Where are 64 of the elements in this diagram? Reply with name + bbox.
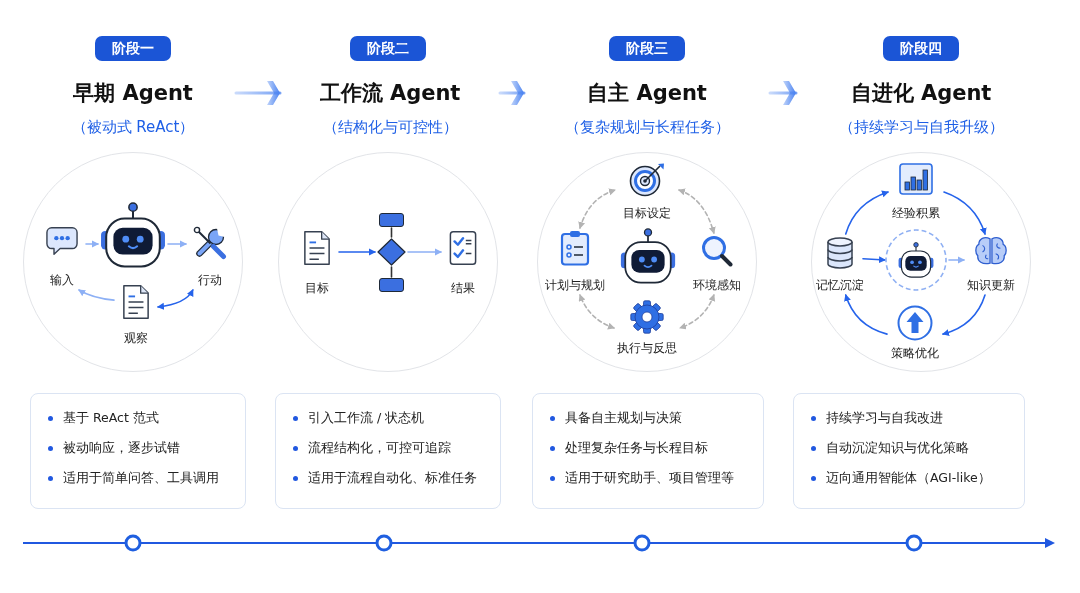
arrow xyxy=(78,289,115,301)
step-label: 行动 xyxy=(198,272,222,288)
double-arrow xyxy=(678,188,716,234)
double-arrow xyxy=(579,294,615,330)
arrow xyxy=(338,248,376,256)
robot-icon xyxy=(898,242,934,278)
bullet-text: 处理复杂任务与长程目标 xyxy=(565,439,708,457)
double-arrow xyxy=(157,289,194,310)
step-label: 目标设定 xyxy=(623,205,671,221)
bullet-text: 基于 ReAct 范式 xyxy=(63,409,159,427)
stage-subtitle: （被动式 ReAct） xyxy=(71,117,195,137)
double-arrow xyxy=(679,294,715,330)
arrow xyxy=(407,248,442,256)
step-label: 目标 xyxy=(305,280,329,296)
stage-tag: 阶段四 xyxy=(883,36,959,61)
feature-card xyxy=(793,393,1025,509)
step-label: 经验积累 xyxy=(892,205,940,221)
step-label: 策略优化 xyxy=(891,345,939,361)
bullet-text: 流程结构化，可控可追踪 xyxy=(308,439,451,457)
step-label: 观察 xyxy=(124,330,148,346)
arrow xyxy=(862,256,886,264)
stage-title: 自进化 Agent xyxy=(850,80,992,107)
feature-card xyxy=(30,393,246,509)
stage-title: 工作流 Agent xyxy=(319,80,461,107)
stage-title: 早期 Agent xyxy=(73,80,193,107)
stage-title: 自主 Agent xyxy=(587,80,707,107)
arrow xyxy=(844,190,889,235)
process-box xyxy=(379,278,404,292)
robot-icon xyxy=(620,228,676,284)
bullet-text: 适用于研究助手、项目管理等 xyxy=(565,469,734,487)
arrow xyxy=(942,294,986,336)
stage-tag: 阶段三 xyxy=(609,36,685,61)
connector-line xyxy=(390,266,393,278)
robot-icon xyxy=(100,202,166,268)
step-label: 记忆沉淀 xyxy=(816,277,864,293)
double-arrow xyxy=(578,188,616,229)
bullet-text: 自动沉淀知识与优化策略 xyxy=(826,439,969,457)
bullet-text: 被动响应，逐步试错 xyxy=(63,439,180,457)
stage-subtitle: （持续学习与自我升级） xyxy=(838,117,1004,137)
step-label: 输入 xyxy=(50,272,74,288)
bullet-text: 具备自主规划与决策 xyxy=(565,409,682,427)
stage-subtitle: （结构化与可控性） xyxy=(322,117,458,137)
step-label: 执行与反思 xyxy=(617,340,677,356)
bullet-text: 适用于简单问答、工具调用 xyxy=(63,469,219,487)
stage-tag: 阶段一 xyxy=(95,36,171,61)
arrow xyxy=(943,191,987,235)
arrow xyxy=(948,256,965,264)
bullet-text: 持续学习与自我改进 xyxy=(826,409,943,427)
arrow xyxy=(844,294,888,335)
step-label: 知识更新 xyxy=(967,277,1015,293)
feature-card xyxy=(532,393,764,509)
step-label: 环境感知 xyxy=(693,277,741,293)
arrow xyxy=(167,240,187,248)
process-box xyxy=(379,213,404,227)
bullet-text: 迈向通用智能体（AGI-like） xyxy=(826,469,991,487)
decision-diamond xyxy=(377,238,406,266)
stage-subtitle: （复杂规划与长程任务） xyxy=(564,117,730,137)
bullet-text: 适用于流程自动化、标准任务 xyxy=(308,469,477,487)
stage-tag: 阶段二 xyxy=(350,36,426,61)
arrow xyxy=(85,240,99,248)
step-label: 计划与规划 xyxy=(545,277,605,293)
feature-card xyxy=(275,393,501,509)
step-label: 结果 xyxy=(451,280,475,296)
bullet-text: 引入工作流 / 状态机 xyxy=(308,409,425,427)
